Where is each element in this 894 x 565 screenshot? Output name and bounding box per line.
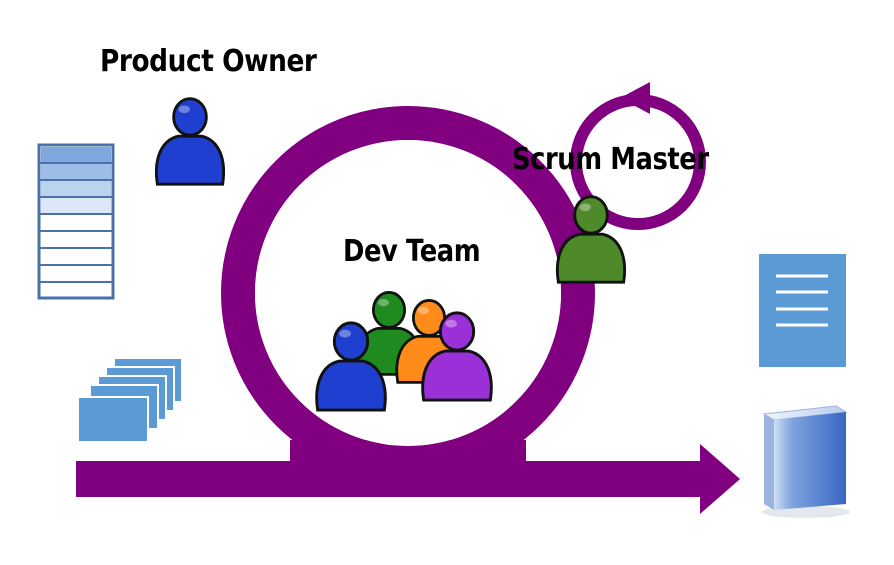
product-backlog-icon — [37, 143, 115, 300]
daily-loop — [570, 82, 706, 230]
scrum-master-label: Scrum Master — [512, 142, 709, 177]
product-box-icon — [762, 405, 850, 518]
product-owner-person-icon — [154, 97, 226, 186]
sprint-backlog-stack-icon — [77, 357, 183, 443]
daily-loop-arrow-icon — [620, 82, 650, 114]
document-icon — [759, 254, 846, 367]
product-owner-label: Product Owner — [100, 44, 317, 79]
loop-inner — [255, 140, 561, 446]
dev-team-label: Dev Team — [343, 234, 481, 269]
